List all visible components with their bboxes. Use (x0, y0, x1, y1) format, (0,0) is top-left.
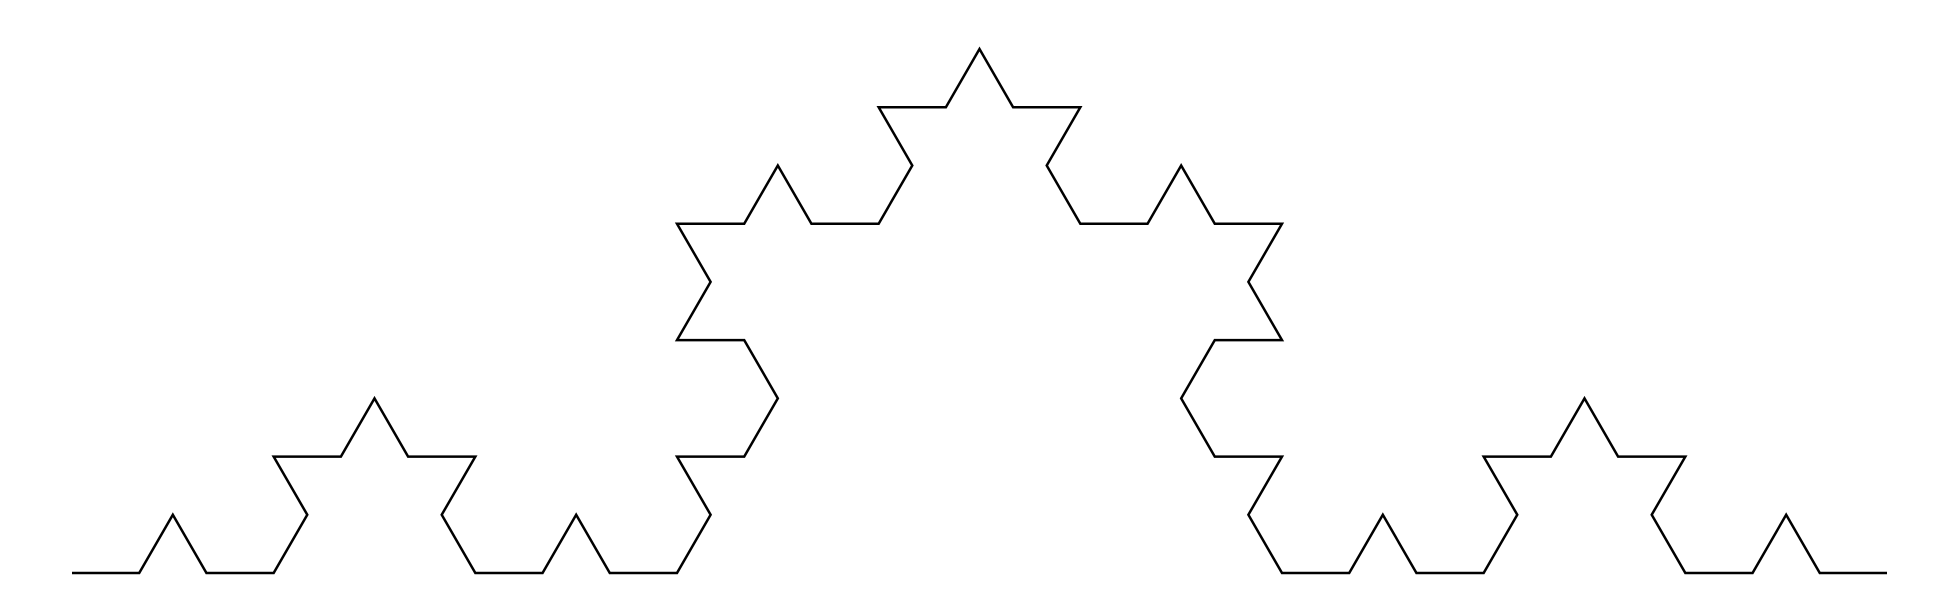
koch-snowflake-curve (72, 46, 1887, 575)
